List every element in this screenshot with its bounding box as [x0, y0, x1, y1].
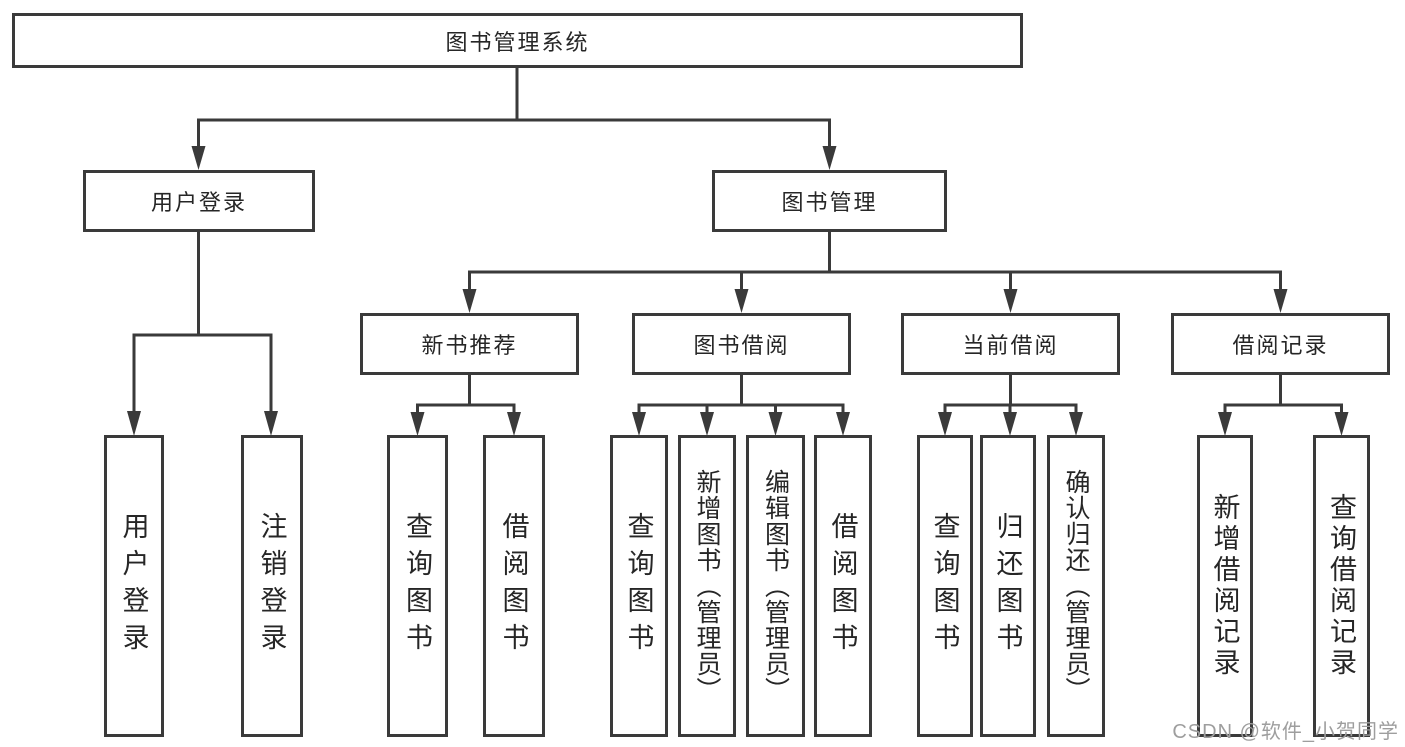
leaf-query-books-borrow: 查询图书 — [610, 435, 668, 737]
node-book-borrow: 图书借阅 — [632, 313, 851, 375]
leaf-query-books-recommend: 查询图书 — [387, 435, 448, 737]
leaf-add-borrow-record: 新增借阅记录 — [1197, 435, 1253, 737]
leaf-query-borrow-record: 查询借阅记录 — [1313, 435, 1370, 737]
node-user-login: 用户登录 — [83, 170, 315, 232]
leaf-user-login: 用户登录 — [104, 435, 164, 737]
node-borrow-records: 借阅记录 — [1171, 313, 1390, 375]
leaf-add-books-admin: 新增图书（管理员） — [678, 435, 736, 737]
leaf-return-books: 归还图书 — [980, 435, 1036, 737]
leaf-confirm-return-admin: 确认归还（管理员） — [1047, 435, 1105, 737]
leaf-edit-books-admin: 编辑图书（管理员） — [746, 435, 805, 737]
node-root-system: 图书管理系统 — [12, 13, 1023, 68]
node-new-book-recommend: 新书推荐 — [360, 313, 579, 375]
leaf-borrow-books: 借阅图书 — [814, 435, 872, 737]
leaf-borrow-books-recommend: 借阅图书 — [483, 435, 545, 737]
leaf-logout: 注销登录 — [241, 435, 303, 737]
node-current-borrow: 当前借阅 — [901, 313, 1120, 375]
node-book-management: 图书管理 — [712, 170, 947, 232]
csdn-watermark: CSDN @软件_小贺同学 — [1172, 721, 1399, 743]
leaf-query-books-current: 查询图书 — [917, 435, 973, 737]
